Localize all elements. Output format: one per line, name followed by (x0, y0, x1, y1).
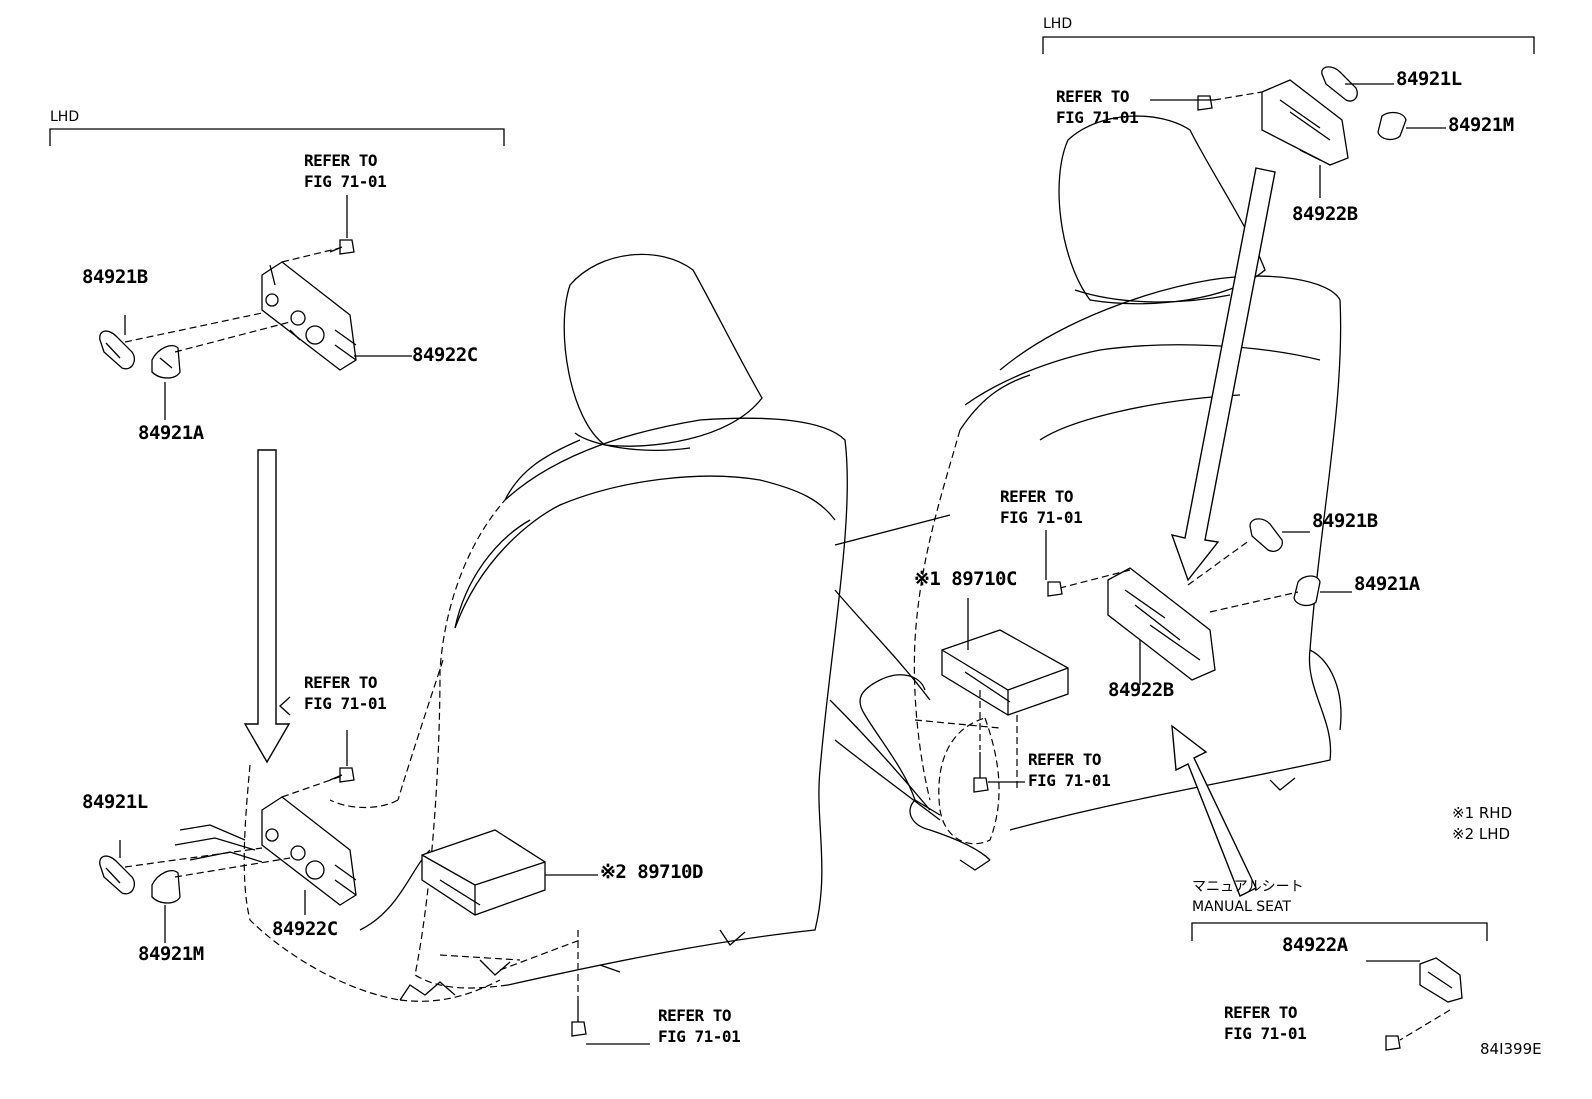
part-label-84921L-right[interactable]: 84921L (1396, 68, 1462, 90)
ref-label-6[interactable]: REFER TO FIG 71-01 (1028, 749, 1111, 791)
group-label-manual-en: MANUAL SEAT (1192, 899, 1291, 915)
part-label-84922C-bottom[interactable]: 84922C (272, 918, 338, 940)
knob-84921L-left (99, 855, 136, 895)
group-label-lhd-right: LHD (1043, 16, 1073, 32)
ref-label-3[interactable]: REFER TO FIG 71-01 (658, 1005, 741, 1047)
ecu-89710D (421, 829, 546, 916)
ref-label-7[interactable]: REFER TO FIG 71-01 (1224, 1002, 1307, 1044)
part-label-84922B-top[interactable]: 84922B (1292, 203, 1358, 225)
ref-label-7-line2: FIG 71-01 (1224, 1024, 1307, 1043)
bolt-mid-right (1047, 581, 1063, 597)
lhd-left-bracket (49, 128, 505, 146)
ref-label-2-line1: REFER TO (304, 673, 378, 692)
left-seatback (504, 417, 848, 986)
ref-label-5[interactable]: REFER TO FIG 71-01 (1000, 486, 1083, 528)
part-label-84921B-right[interactable]: 84921B (1312, 510, 1378, 532)
note-rhd: ※1 RHD (1452, 804, 1513, 822)
group-label-lhd-left: LHD (50, 109, 80, 125)
knob-84921A-left (151, 345, 181, 379)
part-label-89710C[interactable]: ※1 89710C (914, 568, 1017, 590)
part-label-84921L-left[interactable]: 84921L (82, 791, 148, 813)
right-down-arrow (1170, 167, 1276, 582)
right-seatback (999, 275, 1342, 831)
ref-label-5-line1: REFER TO (1000, 487, 1074, 506)
group-label-manual-jp: マニュアルシート (1192, 879, 1304, 895)
ref-label-1-line1: REFER TO (304, 151, 378, 170)
part-label-84922A[interactable]: 84922A (1282, 934, 1348, 956)
ref-label-3-line1: REFER TO (658, 1006, 732, 1025)
switch-84922A (1419, 957, 1463, 1003)
bolt-bottom-center (571, 1000, 587, 1037)
switch-84922C-bottom (174, 796, 357, 906)
switch-84922C-top (261, 261, 357, 371)
left-seat (243, 253, 848, 1002)
bolt-mid-left (329, 767, 355, 783)
left-down-arrow (243, 449, 291, 764)
lhd-right-bracket (1042, 36, 1535, 54)
part-label-84922B-mid[interactable]: 84922B (1108, 679, 1174, 701)
part-label-84921M-right[interactable]: 84921M (1448, 114, 1514, 136)
knob-84921M-right (1377, 111, 1407, 141)
ref-label-2-line2: FIG 71-01 (304, 694, 387, 713)
ref-label-4-line2: FIG 71-01 (1056, 108, 1139, 127)
ref-label-3-line2: FIG 71-01 (658, 1027, 741, 1046)
knob-84921B-left (99, 330, 136, 370)
ref-label-4[interactable]: REFER TO FIG 71-01 (1056, 86, 1139, 128)
drawing-number: 84I399E (1480, 1040, 1542, 1058)
ref-label-7-line1: REFER TO (1224, 1003, 1298, 1022)
right-seat-cushion (829, 514, 951, 821)
bolt-manual-seat (1385, 1035, 1401, 1051)
part-label-84921A-left[interactable]: 84921A (138, 422, 204, 444)
ecu-89710C (941, 629, 1069, 716)
bolt-top-right (1197, 95, 1213, 111)
part-label-84922C-top[interactable]: 84922C (412, 344, 478, 366)
switch-84922B-mid (1107, 567, 1216, 681)
ref-label-1-line2: FIG 71-01 (304, 172, 387, 191)
switch-84922B-top (1261, 79, 1349, 166)
right-headrest (1058, 115, 1266, 305)
right-seat (829, 115, 1342, 871)
ref-label-1[interactable]: REFER TO FIG 71-01 (304, 150, 387, 192)
part-label-84921B-left[interactable]: 84921B (82, 266, 148, 288)
ref-label-6-line2: FIG 71-01 (1028, 771, 1111, 790)
knob-84921A-right (1293, 575, 1321, 607)
knob-84921B-right (1249, 518, 1283, 552)
bolt-top-left (329, 239, 355, 255)
bolt-ecu-right (973, 752, 989, 793)
knob-84921M-left (151, 870, 181, 904)
part-label-89710D[interactable]: ※2 89710D (600, 861, 703, 883)
manual-seat-bracket (1191, 922, 1488, 941)
ref-label-4-line1: REFER TO (1056, 87, 1130, 106)
part-label-84921M-left[interactable]: 84921M (138, 943, 204, 965)
left-headrest (563, 253, 763, 447)
part-label-84921A-right[interactable]: 84921A (1354, 573, 1420, 595)
note-lhd: ※2 LHD (1452, 825, 1511, 843)
ref-label-5-line2: FIG 71-01 (1000, 508, 1083, 527)
knob-84921L-right (1321, 66, 1358, 102)
right-up-arrow (1171, 724, 1257, 897)
ref-label-6-line1: REFER TO (1028, 750, 1102, 769)
ref-label-2[interactable]: REFER TO FIG 71-01 (304, 672, 387, 714)
